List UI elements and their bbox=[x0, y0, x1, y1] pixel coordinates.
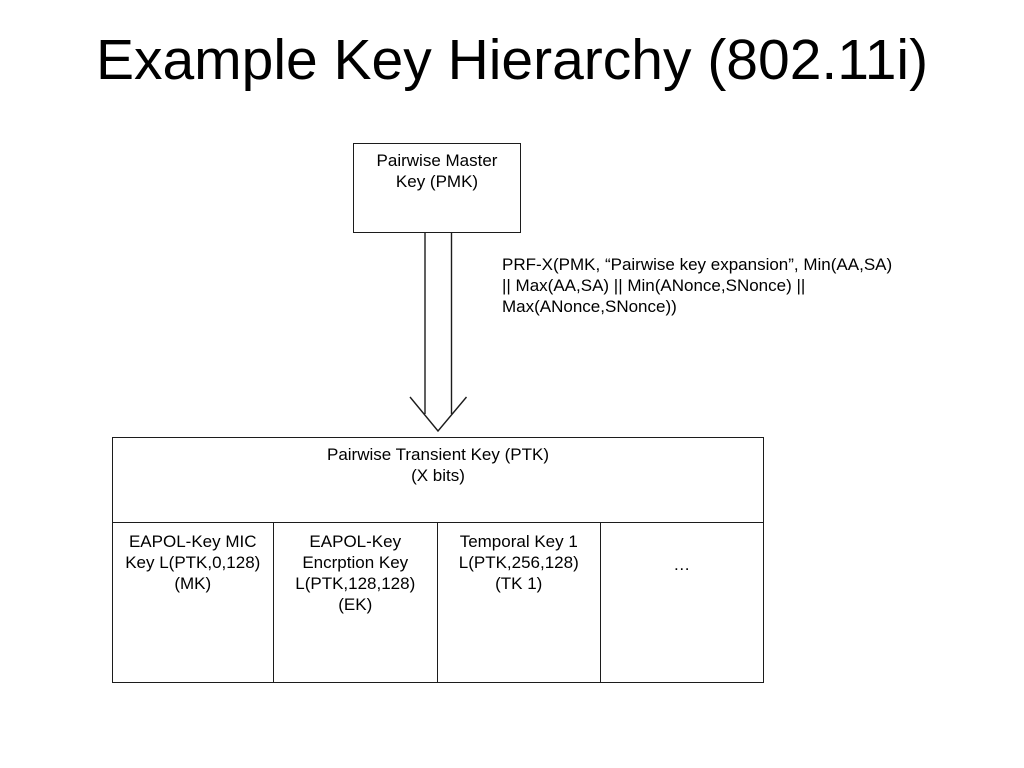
pmk-box-line: Pairwise Master bbox=[376, 151, 498, 170]
ptk-cell-line: Temporal Key 1 bbox=[459, 532, 578, 551]
ptk-cell-line: (MK) bbox=[174, 574, 212, 593]
ptk-cell-line: (TK 1) bbox=[495, 574, 543, 593]
ptk-table: Pairwise Transient Key (PTK) (X bits) EA… bbox=[112, 437, 764, 683]
ptk-cell-line: Encrption Key bbox=[302, 553, 409, 572]
pmk-box-line: Key (PMK) bbox=[395, 172, 479, 191]
down-arrow-connector-icon bbox=[409, 232, 468, 433]
ptk-cell-line: (EK) bbox=[338, 595, 373, 614]
ptk-header-line: Pairwise Transient Key (PTK) bbox=[326, 445, 549, 464]
slide-title: Example Key Hierarchy (802.11i) bbox=[95, 28, 929, 92]
ptk-cell-line: L(PTK,128,128) bbox=[295, 574, 416, 593]
ptk-table-header: Pairwise Transient Key (PTK) (X bits) bbox=[113, 438, 763, 523]
prf-note-line: || Max(AA,SA) || Min(ANonce,SNonce) || bbox=[502, 276, 806, 295]
ptk-cell-ellipsis: … bbox=[599, 523, 764, 682]
ptk-cell-temporal-key-1: Temporal Key 1 L(PTK,256,128) (TK 1) bbox=[437, 523, 600, 682]
prf-expansion-note: PRF-X(PMK, “Pairwise key expansion”, Min… bbox=[502, 254, 892, 317]
ptk-cell-eapol-key-encryption-key: EAPOL-Key Encrption Key L(PTK,128,128) (… bbox=[272, 523, 438, 682]
ptk-cell-line: EAPOL-Key MIC bbox=[128, 532, 257, 551]
ptk-cell-line: Key L(PTK,0,128) bbox=[125, 553, 261, 572]
ptk-table-row: EAPOL-Key MIC Key L(PTK,0,128) (MK) EAPO… bbox=[113, 523, 763, 682]
ptk-cell-eapol-key-mic-key: EAPOL-Key MIC Key L(PTK,0,128) (MK) bbox=[113, 523, 273, 682]
ptk-header-line: (X bits) bbox=[411, 466, 465, 485]
prf-note-line: Max(ANonce,SNonce)) bbox=[502, 297, 677, 316]
prf-note-line: PRF-X(PMK, “Pairwise key expansion”, Min… bbox=[502, 255, 893, 274]
ptk-cell-line: EAPOL-Key bbox=[309, 532, 402, 551]
ptk-cell-line: … bbox=[673, 555, 691, 574]
pmk-box: Pairwise Master Key (PMK) bbox=[353, 143, 521, 233]
ptk-cell-line: L(PTK,256,128) bbox=[458, 553, 579, 572]
